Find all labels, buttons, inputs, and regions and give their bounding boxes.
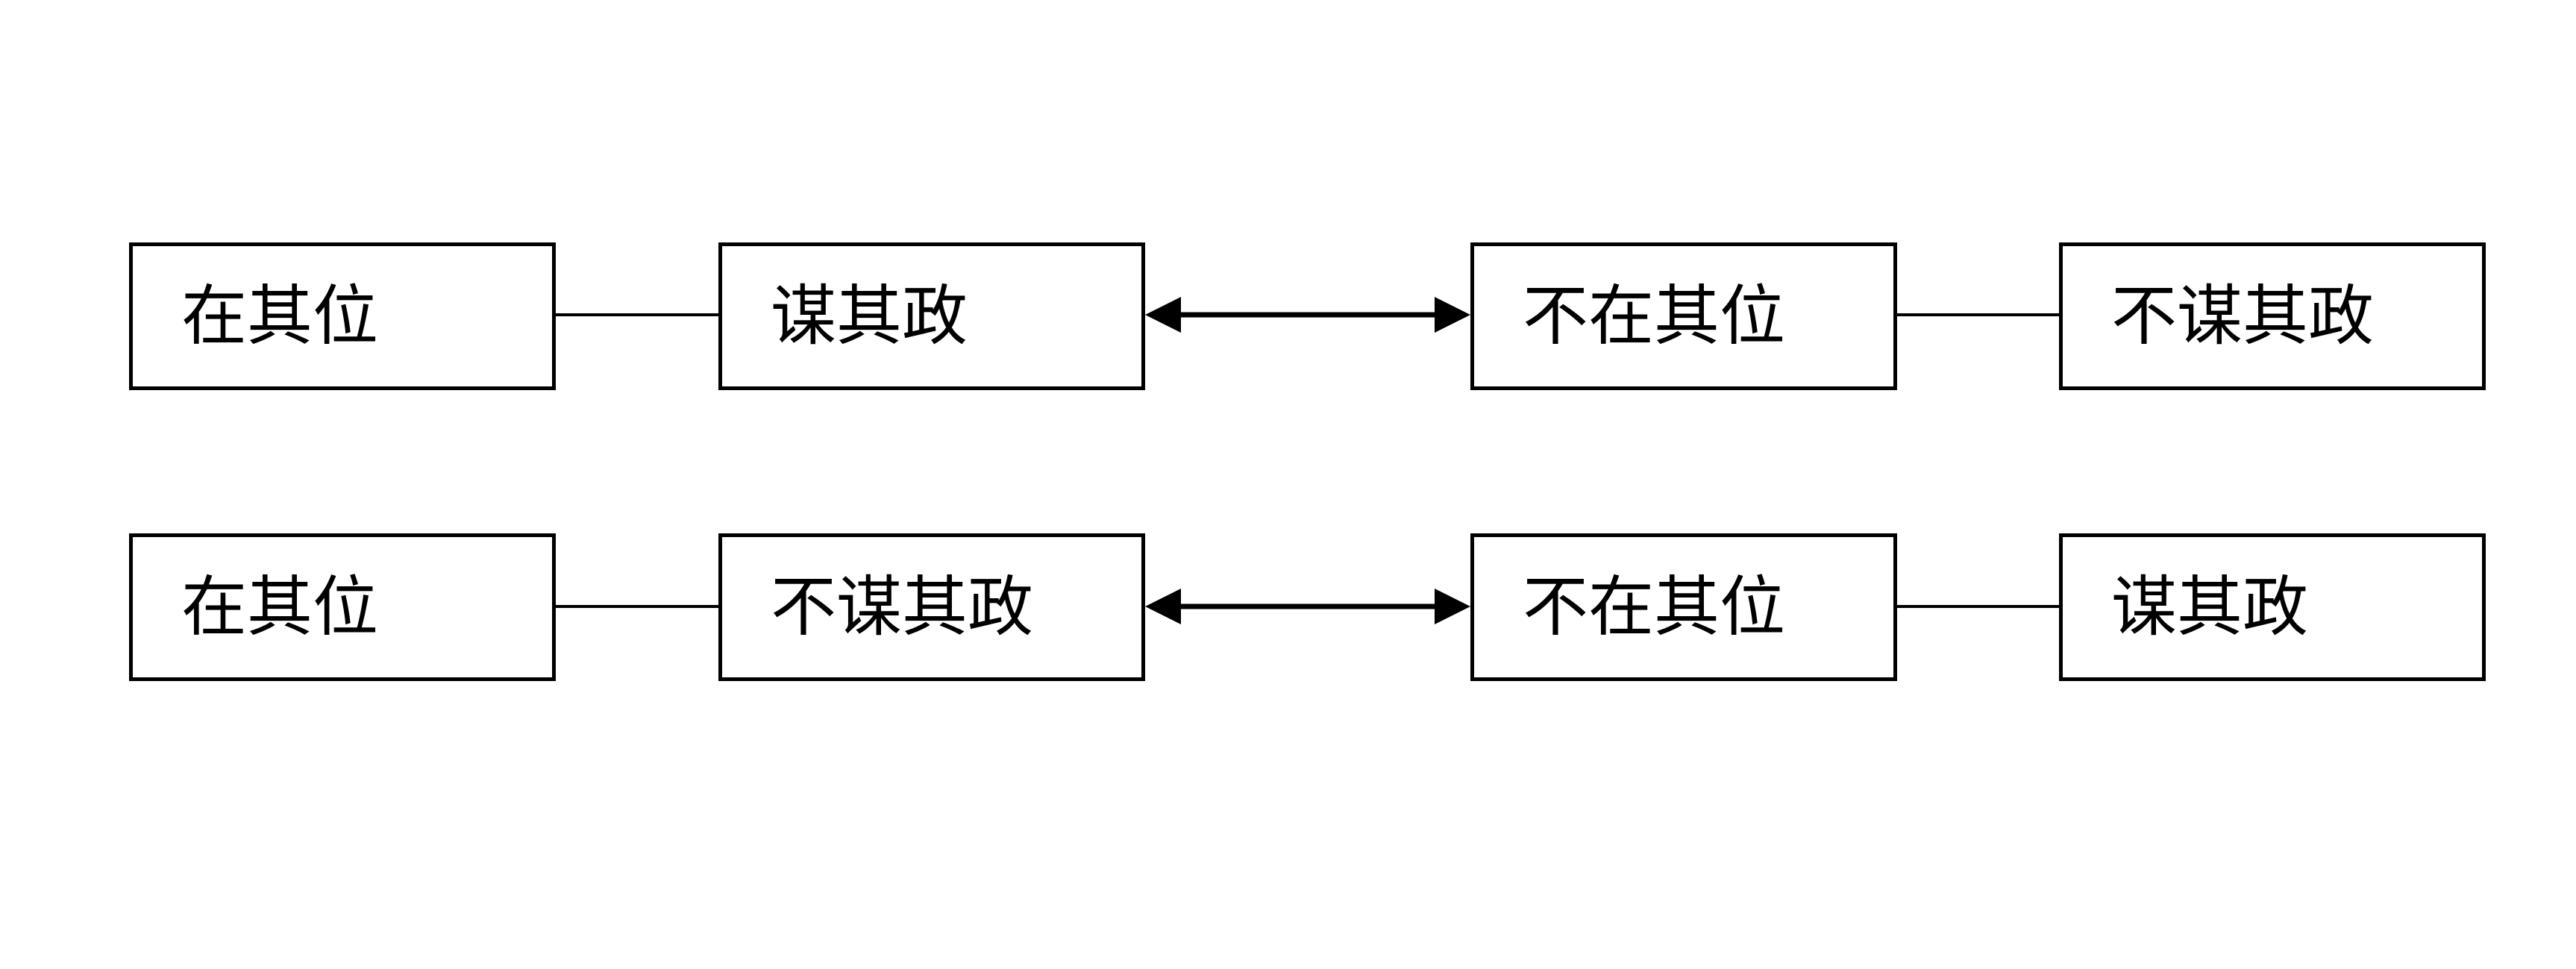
- row1-box-1: 在其位: [129, 242, 556, 390]
- row2-box-2-label: 不谋其政: [771, 568, 1034, 645]
- row1-double-arrow: [1145, 297, 1470, 333]
- row2-box-3-label: 不在其位: [1523, 568, 1786, 645]
- row2-box-4-label: 谋其政: [2111, 568, 2309, 645]
- row1-box-4: 不谋其政: [2059, 242, 2486, 390]
- row1-box-4-label: 不谋其政: [2111, 277, 2375, 354]
- row2-box-4: 谋其政: [2059, 533, 2486, 681]
- row1-box-2: 谋其政: [718, 242, 1145, 390]
- row2-double-arrow: [1145, 589, 1470, 624]
- row2-box-1: 在其位: [129, 533, 556, 681]
- row2-box-2: 不谋其政: [718, 533, 1145, 681]
- row2-box-1-label: 在其位: [181, 568, 379, 645]
- row1-box-1-label: 在其位: [181, 277, 379, 354]
- row1-box-3-label: 不在其位: [1523, 277, 1786, 354]
- row2-box-3: 不在其位: [1470, 533, 1897, 681]
- row1-box-3: 不在其位: [1470, 242, 1897, 390]
- row1-box-2-label: 谋其政: [771, 277, 968, 354]
